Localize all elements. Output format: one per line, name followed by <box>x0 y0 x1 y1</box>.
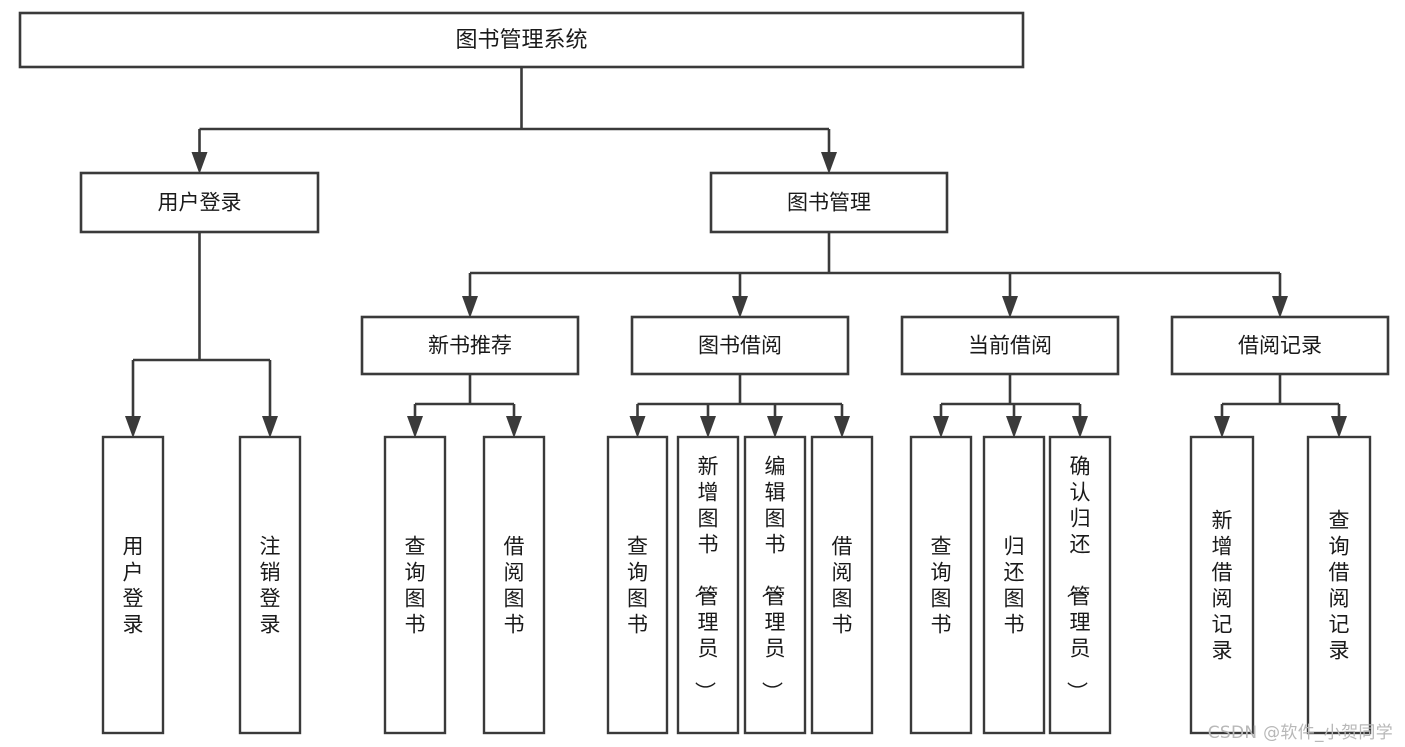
node-l1[interactable]: 用户登录 <box>101 435 165 735</box>
connector-layer <box>125 67 1347 438</box>
arrow-head-icon <box>262 416 278 438</box>
node-box[interactable] <box>482 435 546 735</box>
node-label-vertical: 查询图书 <box>627 534 648 636</box>
connector-n2a <box>125 232 278 438</box>
arrow-head-icon <box>933 416 949 438</box>
node-box[interactable] <box>1170 315 1390 376</box>
node-box[interactable] <box>1189 435 1255 735</box>
node-n3c[interactable]: 当前借阅 <box>900 315 1120 376</box>
connector-n3d <box>1214 374 1347 438</box>
node-l7[interactable]: 编辑图书（管理员） <box>743 435 807 735</box>
node-n3d[interactable]: 借阅记录 <box>1170 315 1390 376</box>
arrow-head-icon <box>732 296 748 318</box>
arrow-head-icon <box>1331 416 1347 438</box>
arrow-head-icon <box>462 296 478 318</box>
node-label: 图书管理 <box>787 191 871 215</box>
node-box[interactable] <box>1306 435 1372 735</box>
node-box[interactable] <box>630 315 850 376</box>
node-label: 图书借阅 <box>698 334 782 358</box>
arrow-head-icon <box>1214 416 1230 438</box>
node-l10[interactable]: 归还图书 <box>982 435 1046 735</box>
arrow-head-icon <box>767 416 783 438</box>
node-n2a[interactable]: 用户登录 <box>79 171 320 234</box>
node-label-vertical: 查询借阅记录 <box>1329 508 1350 662</box>
connector-n2b <box>462 232 1288 318</box>
node-l13[interactable]: 查询借阅记录 <box>1306 435 1372 735</box>
node-label-vertical: 确认归还（管理员） <box>1065 454 1091 702</box>
node-box[interactable] <box>900 315 1120 376</box>
connector-n3b <box>629 374 850 438</box>
node-l8[interactable]: 借阅图书 <box>810 435 874 735</box>
node-l3[interactable]: 查询图书 <box>383 435 447 735</box>
node-n3b[interactable]: 图书借阅 <box>630 315 850 376</box>
arrow-head-icon <box>834 416 850 438</box>
arrow-head-icon <box>629 416 646 438</box>
node-box[interactable] <box>810 435 874 735</box>
connector-n3c <box>933 374 1088 438</box>
connector-n3a <box>407 374 522 438</box>
arrow-head-icon <box>125 416 141 438</box>
node-box[interactable] <box>676 435 740 735</box>
node-label: 当前借阅 <box>968 334 1052 358</box>
arrow-head-icon <box>506 416 522 438</box>
arrow-head-icon <box>1002 296 1018 318</box>
node-box[interactable] <box>101 435 165 735</box>
node-label-vertical: 新增借阅记录 <box>1212 508 1233 662</box>
node-label-vertical: 查询图书 <box>405 534 426 636</box>
arrow-head-icon <box>1006 416 1022 438</box>
node-box[interactable] <box>238 435 302 735</box>
arrow-head-icon <box>700 416 716 438</box>
node-l2[interactable]: 注销登录 <box>238 435 302 735</box>
arrow-head-icon <box>1272 296 1288 318</box>
node-box[interactable] <box>18 11 1025 69</box>
node-label-vertical: 借阅图书 <box>504 534 525 636</box>
node-label-vertical: 编辑图书（管理员） <box>760 454 786 702</box>
node-box[interactable] <box>1048 435 1112 735</box>
node-box[interactable] <box>909 435 973 735</box>
node-l6[interactable]: 新增图书（管理员） <box>676 435 740 735</box>
node-box[interactable] <box>360 315 580 376</box>
node-l12[interactable]: 新增借阅记录 <box>1189 435 1255 735</box>
node-box[interactable] <box>709 171 949 234</box>
arrow-head-icon <box>1072 416 1088 438</box>
node-n2b[interactable]: 图书管理 <box>709 171 949 234</box>
node-label: 借阅记录 <box>1238 334 1322 358</box>
node-box[interactable] <box>982 435 1046 735</box>
node-root[interactable]: 图书管理系统 <box>18 11 1025 69</box>
node-l5[interactable]: 查询图书 <box>606 435 669 735</box>
node-label-vertical: 新增图书（管理员） <box>693 454 719 702</box>
node-label: 图书管理系统 <box>455 28 587 53</box>
node-box[interactable] <box>383 435 447 735</box>
node-box[interactable] <box>79 171 320 234</box>
node-l4[interactable]: 借阅图书 <box>482 435 546 735</box>
connector-root <box>191 67 837 174</box>
arrow-head-icon <box>191 152 208 174</box>
node-label: 新书推荐 <box>428 334 512 358</box>
node-label-vertical: 注销登录 <box>260 534 281 636</box>
node-label: 用户登录 <box>158 191 242 215</box>
node-box[interactable] <box>743 435 807 735</box>
node-label-vertical: 用户登录 <box>123 534 144 636</box>
arrow-head-icon <box>821 152 837 174</box>
watermark-text: CSDN @软件_小贺同学 <box>1207 723 1393 743</box>
node-layer: 图书管理系统用户登录图书管理新书推荐图书借阅当前借阅借阅记录用户登录注销登录查询… <box>18 11 1390 735</box>
node-l9[interactable]: 查询图书 <box>909 435 973 735</box>
node-label-vertical: 归还图书 <box>1004 534 1025 636</box>
node-box[interactable] <box>606 435 669 735</box>
node-label-vertical: 借阅图书 <box>832 534 853 636</box>
node-n3a[interactable]: 新书推荐 <box>360 315 580 376</box>
node-label-vertical: 查询图书 <box>931 534 952 636</box>
arrow-head-icon <box>407 416 423 438</box>
node-l11[interactable]: 确认归还（管理员） <box>1048 435 1112 735</box>
